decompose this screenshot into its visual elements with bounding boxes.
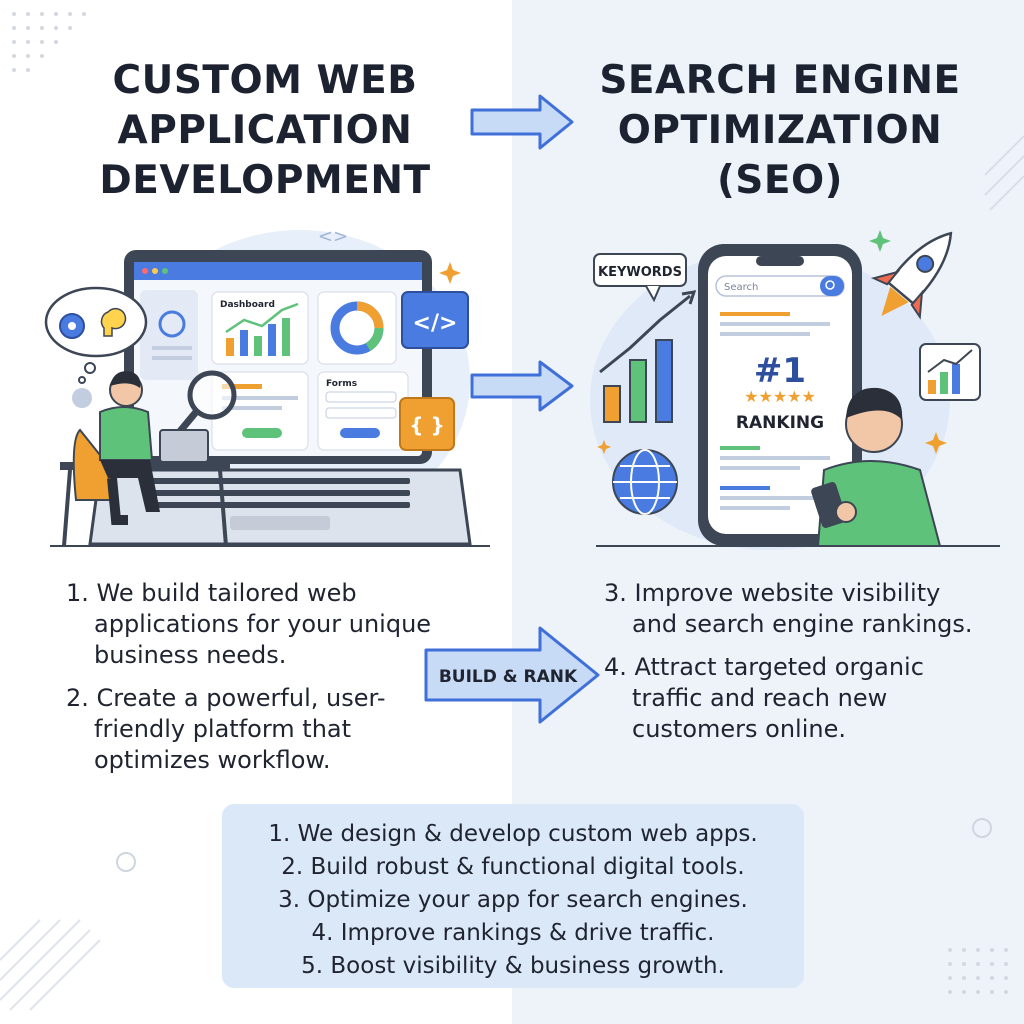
list-item: 2. Create a powerful, user-friendly plat… (66, 684, 386, 774)
list-item: 3. Improve website visibility and search… (604, 579, 973, 638)
left-title-line: APPLICATION (117, 108, 413, 153)
left-title-line: CUSTOM WEB (112, 58, 418, 103)
build-rank-label: BUILD & RANK (439, 667, 578, 687)
rank-label: RANKING (736, 413, 824, 433)
right-title-line: OPTIMIZATION (617, 108, 943, 153)
summary-item: 2. Build robust & functional digital too… (281, 854, 745, 880)
left-points-list: 1. We build tailored web applications fo… (66, 578, 456, 788)
summary-item: 1. We design & develop custom web apps. (268, 821, 758, 847)
arrow-middle-icon (470, 360, 574, 412)
deco-circle-left (116, 852, 136, 872)
svg-text:</>: </> (413, 311, 458, 336)
right-title-line: SEARCH ENGINE (599, 58, 961, 103)
summary-box: 1. We design & develop custom web apps. … (222, 804, 804, 988)
keywords-label: KEYWORDS (598, 265, 682, 280)
svg-text:<>: <> (318, 226, 348, 247)
search-placeholder: Search (724, 282, 758, 293)
screen-forms-label: Forms (326, 379, 357, 389)
dot-grid-top-left (12, 12, 86, 72)
dot-grid-bottom-right (948, 948, 1008, 994)
hatch-top-right (984, 135, 1024, 211)
deco-circle-right (972, 818, 992, 838)
summary-list: 1. We design & develop custom web apps. … (222, 804, 804, 983)
arrow-top-icon (470, 94, 574, 150)
rank-stars: ★★★★★ (744, 387, 816, 406)
list-item: 1. We build tailored web applications fo… (66, 579, 432, 669)
hatch-bottom-left (0, 919, 101, 1011)
right-title-line: (SEO) (716, 158, 844, 203)
svg-text:{ }: { } (409, 413, 444, 437)
rank-number: #1 (754, 351, 806, 391)
phone-illustration: KEYWORDS Search #1 ★★★★★ (590, 230, 1000, 550)
laptop-illustration: <> Dashboard (44, 226, 490, 547)
left-title-line: DEVELOPMENT (99, 158, 431, 203)
build-rank-arrow-icon (424, 626, 600, 724)
summary-item: 5. Boost visibility & business growth. (301, 953, 725, 979)
left-title: CUSTOM WEB APPLICATION DEVELOPMENT (40, 56, 490, 206)
right-title: SEARCH ENGINE OPTIMIZATION (SEO) (560, 56, 1000, 206)
summary-item: 3. Optimize your app for search engines. (278, 887, 748, 913)
list-item: 4. Attract targeted organic traffic and … (604, 653, 924, 743)
right-points-list: 3. Improve website visibility and search… (604, 578, 984, 757)
summary-item: 4. Improve rankings & drive traffic. (311, 920, 715, 946)
screen-dashboard-label: Dashboard (220, 300, 275, 310)
